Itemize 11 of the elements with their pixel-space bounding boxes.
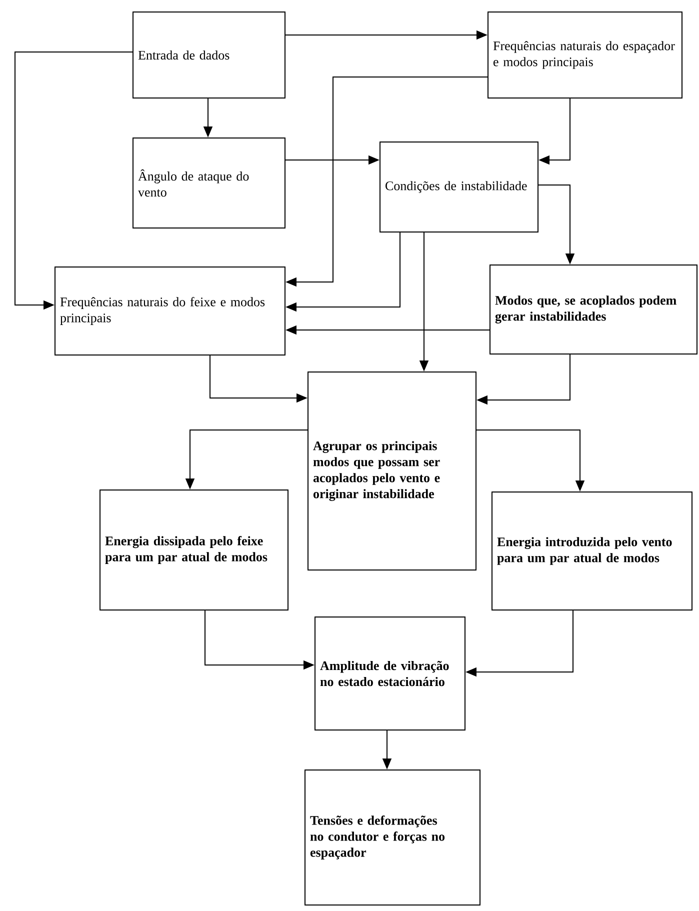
- process-box: Frequências naturais do feixe e modos principais: [54, 266, 286, 356]
- process-box: Ângulo de ataque do vento: [132, 138, 286, 228]
- process-box: Tensões e deformações no condutor e forças no espaçador: [304, 770, 480, 906]
- process-box: Energia introduzida pelo vento para um par atual de modos: [492, 492, 692, 610]
- process-box: Agrupar os principais modos que possam ser acoplados pelo vento e originar instabilidade: [308, 372, 476, 570]
- process-box: Condições de instabilidade: [380, 142, 538, 232]
- process-box: Amplitude de vibração no estado estacionário: [314, 616, 466, 730]
- process-box: Energia dissipada pelo feixe para um par atual de modos: [100, 490, 288, 610]
- process-box: Frequências naturais do espaçador e modos principais: [488, 12, 682, 98]
- process-box: Entrada de dados: [132, 12, 286, 98]
- process-box: Modos que, se acoplados podem gerar instabilidades: [490, 264, 698, 354]
